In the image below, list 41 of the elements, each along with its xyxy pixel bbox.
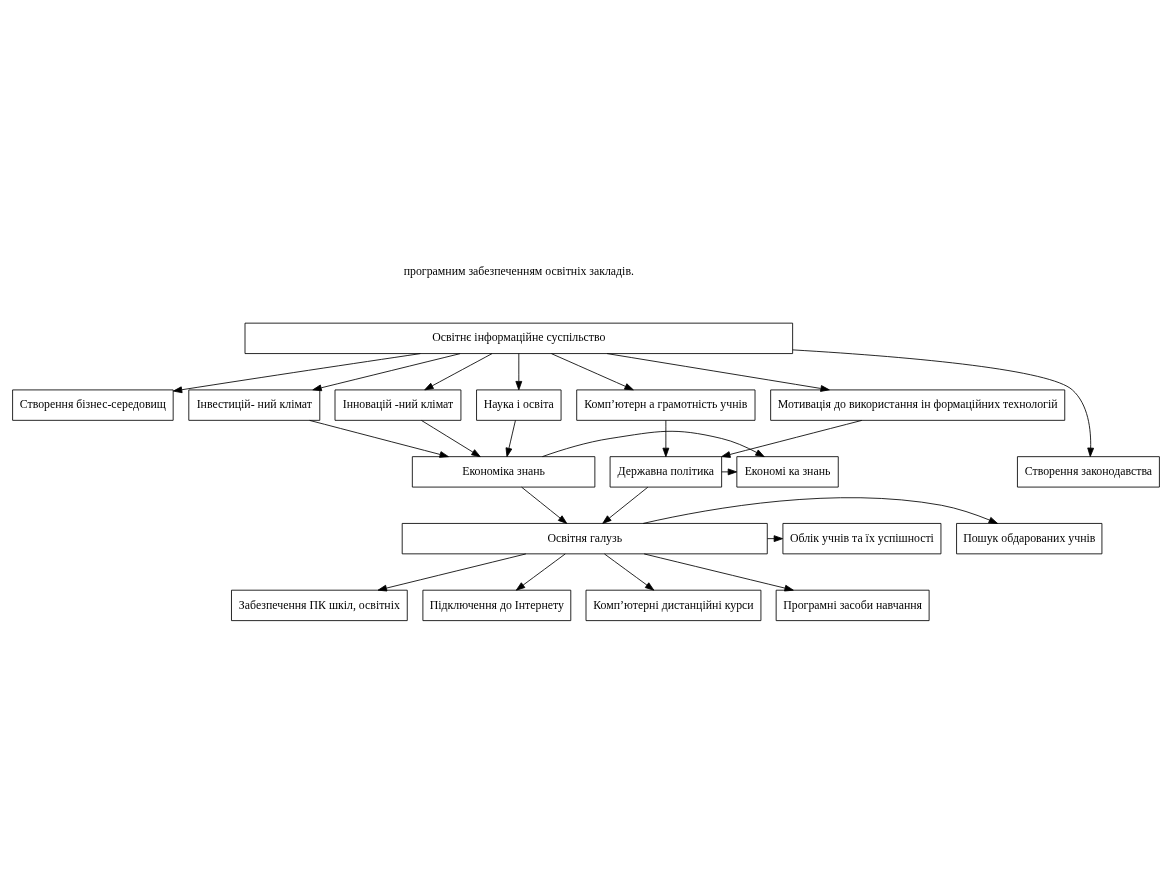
arrow xyxy=(424,353,493,391)
node-box: Інвестицій- ний клімат xyxy=(188,389,321,421)
arrow xyxy=(541,430,765,458)
node-box: Мотивація до використання ін формаційних технологій xyxy=(770,389,1066,421)
arrow xyxy=(602,486,649,524)
arrow xyxy=(505,420,516,458)
node-box: Створення бізнес-середовищ xyxy=(12,389,174,421)
node-box: Освітнє інформаційне суспільство xyxy=(244,322,794,354)
arrow xyxy=(643,553,794,592)
arrow xyxy=(312,353,461,392)
node-box: Комп’ютерні дистанційні курси xyxy=(585,589,762,622)
node-box: Облік учнів та їх успішності xyxy=(782,523,942,555)
node-box: Пошук обдарованих учнів xyxy=(956,523,1103,555)
arrow xyxy=(606,353,830,392)
arrow xyxy=(604,553,655,591)
arrow xyxy=(792,349,1095,457)
arrow xyxy=(721,420,863,458)
node-box: Інновацій -ний клімат xyxy=(334,389,462,421)
arrow xyxy=(721,468,738,476)
node-box: Створення законодавства xyxy=(1017,456,1160,488)
arrow xyxy=(172,353,421,394)
node-box: Комп’ютерн а грамотність учнів xyxy=(576,389,756,421)
label: програмним забезпеченням освітніх закладів. xyxy=(403,263,634,278)
node-box: Економіка знань xyxy=(411,456,596,488)
arrow xyxy=(421,420,481,458)
arrow xyxy=(515,553,566,591)
arrow xyxy=(642,497,998,524)
node-box: Освітня галузь xyxy=(401,523,768,555)
arrow xyxy=(309,420,449,458)
node-box: Забезпечення ПК шкіл, освітніх xyxy=(231,589,408,622)
arrow xyxy=(662,420,670,458)
arrow xyxy=(515,353,523,391)
node-box: Державна політика xyxy=(609,456,723,488)
node-box: Підключення до Інтернету xyxy=(422,589,572,622)
arrow xyxy=(377,553,527,592)
arrow xyxy=(551,353,634,391)
arrow xyxy=(767,535,783,543)
node-box: Програмні засоби навчання xyxy=(775,589,930,622)
arrow xyxy=(521,486,568,524)
node-box: Наука і освіта xyxy=(476,389,562,421)
node-box: Економі ка знань xyxy=(736,456,839,488)
